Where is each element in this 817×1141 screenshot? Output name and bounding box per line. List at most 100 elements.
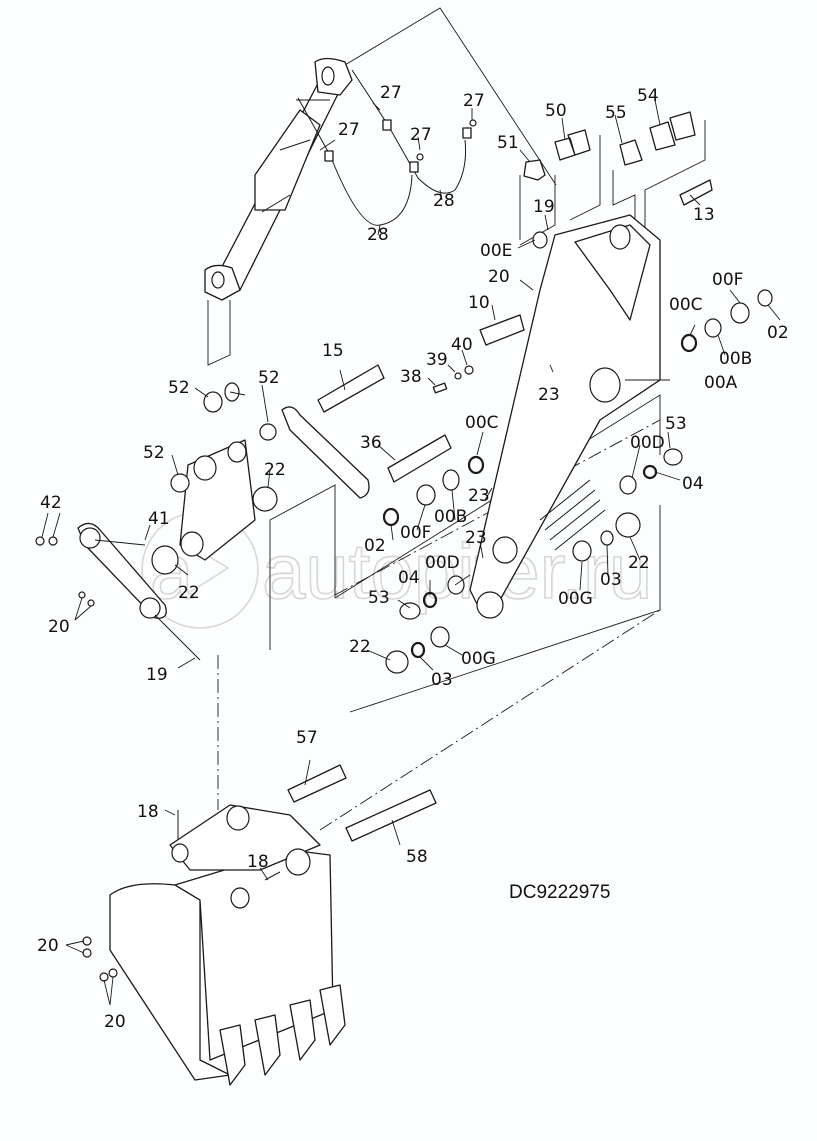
shim-52-c bbox=[259, 423, 277, 441]
washer-40 bbox=[464, 365, 474, 375]
callout-28: 28 bbox=[367, 225, 389, 245]
arm-body bbox=[469, 214, 661, 611]
nut-20-f bbox=[108, 968, 118, 978]
callout-15: 15 bbox=[322, 341, 344, 361]
drawing-number: DC9222975 bbox=[509, 882, 610, 903]
leaders-lower bbox=[74, 597, 463, 671]
bushing-00B-right bbox=[704, 318, 722, 338]
guide-line-arm-center bbox=[334, 419, 661, 596]
o-ring-27-a bbox=[416, 153, 424, 161]
leaders-pins bbox=[427, 349, 554, 386]
pin-57 bbox=[287, 764, 347, 803]
callout-42: 42 bbox=[40, 493, 62, 513]
bucket-cylinder bbox=[204, 57, 353, 301]
bucket-boss-mid bbox=[230, 887, 250, 909]
callout-23: 23 bbox=[465, 528, 487, 548]
guide-line-bucket-pin bbox=[319, 609, 661, 831]
nut-20-c bbox=[82, 936, 92, 946]
seal-22-link-bottom bbox=[151, 545, 179, 575]
leaders-hoses bbox=[319, 102, 473, 236]
cylinder-clamps bbox=[261, 99, 330, 213]
shim-52-a bbox=[203, 391, 223, 413]
o-ring-02-left bbox=[382, 507, 400, 527]
bushing-00G-right bbox=[572, 540, 592, 562]
guide-line-55 bbox=[612, 170, 636, 225]
callout-00B: 00B bbox=[719, 349, 752, 369]
callout-00G: 00G bbox=[461, 649, 496, 669]
seal-22-left bbox=[385, 650, 409, 674]
arm-link-boss bbox=[492, 536, 518, 564]
nut-42-b bbox=[48, 536, 58, 546]
arm-boom-boss bbox=[589, 367, 621, 403]
callout-52: 52 bbox=[258, 368, 280, 388]
callout-00A: 00A bbox=[704, 373, 738, 393]
callout-27: 27 bbox=[338, 120, 360, 140]
pins bbox=[287, 179, 713, 842]
bucket-boss-side bbox=[171, 843, 189, 863]
callout-04: 04 bbox=[398, 568, 420, 588]
o-ring-02-right bbox=[757, 289, 773, 307]
bucket-link-boss-top bbox=[193, 455, 217, 481]
callout-57: 57 bbox=[296, 728, 318, 748]
pin-15 bbox=[317, 364, 385, 413]
callout-27: 27 bbox=[463, 91, 485, 111]
bushing-00F-left bbox=[416, 484, 436, 506]
callout-04: 04 bbox=[682, 474, 704, 494]
guide-line-50 bbox=[569, 135, 601, 221]
shim-50 bbox=[554, 129, 591, 161]
hose-fitting-2 bbox=[382, 119, 392, 131]
shim-51 bbox=[523, 159, 546, 181]
callout-54: 54 bbox=[637, 86, 659, 106]
leaders-arm-top bbox=[491, 214, 781, 381]
arm-seals-left bbox=[382, 455, 485, 674]
callout-22: 22 bbox=[178, 583, 200, 603]
bucket-link-boss-top2 bbox=[227, 441, 247, 463]
callout-00C: 00C bbox=[465, 413, 499, 433]
callout-20: 20 bbox=[37, 936, 59, 956]
shim-53-right bbox=[663, 448, 683, 466]
callout-02: 02 bbox=[767, 323, 789, 343]
bucket-boss-link bbox=[226, 805, 250, 831]
callout-50: 50 bbox=[545, 101, 567, 121]
guide-line-cylinder-head bbox=[344, 7, 557, 186]
callout-41: 41 bbox=[148, 509, 170, 529]
watermark-text: autopiter.ru bbox=[262, 527, 652, 615]
callout-00F: 00F bbox=[712, 270, 743, 290]
washer-39 bbox=[454, 372, 462, 380]
callout-27: 27 bbox=[410, 125, 432, 145]
o-ring-00C-right bbox=[680, 333, 698, 353]
callout-40: 40 bbox=[451, 335, 473, 355]
boss-00E bbox=[532, 231, 548, 249]
bucket bbox=[82, 804, 346, 1086]
bucket-teeth bbox=[219, 984, 346, 1086]
callout-18: 18 bbox=[137, 802, 159, 822]
callout-20: 20 bbox=[48, 617, 70, 637]
callout-55: 55 bbox=[605, 103, 627, 123]
callout-51: 51 bbox=[497, 133, 519, 153]
o-ring-00C-left bbox=[467, 455, 485, 475]
callout-18: 18 bbox=[247, 852, 269, 872]
callout-13: 13 bbox=[693, 205, 715, 225]
callout-27: 27 bbox=[380, 83, 402, 103]
callout-20: 20 bbox=[488, 267, 510, 287]
bolt-19-link bbox=[154, 614, 201, 661]
guide-lines bbox=[207, 7, 706, 831]
bolt-38 bbox=[432, 382, 448, 394]
callout-00E: 00E bbox=[480, 241, 512, 261]
guide-line-cylinder-rod bbox=[207, 300, 231, 366]
bucket-bracket bbox=[169, 804, 321, 871]
side-link-boss-top bbox=[79, 527, 101, 549]
o-ring-27-b bbox=[469, 119, 477, 127]
guide-line-54 bbox=[644, 120, 706, 230]
shim-54 bbox=[649, 111, 696, 151]
hose-fitting-1 bbox=[324, 150, 334, 162]
callout-20: 20 bbox=[104, 1012, 126, 1032]
callout-39: 39 bbox=[426, 350, 448, 370]
shim-55 bbox=[619, 139, 643, 166]
hose-fitting-4 bbox=[462, 127, 472, 139]
leader-lines bbox=[41, 99, 781, 1006]
callout-00B: 00B bbox=[434, 507, 467, 527]
side-link-boss-bottom bbox=[139, 597, 161, 619]
seal-22-link-top bbox=[252, 486, 278, 512]
